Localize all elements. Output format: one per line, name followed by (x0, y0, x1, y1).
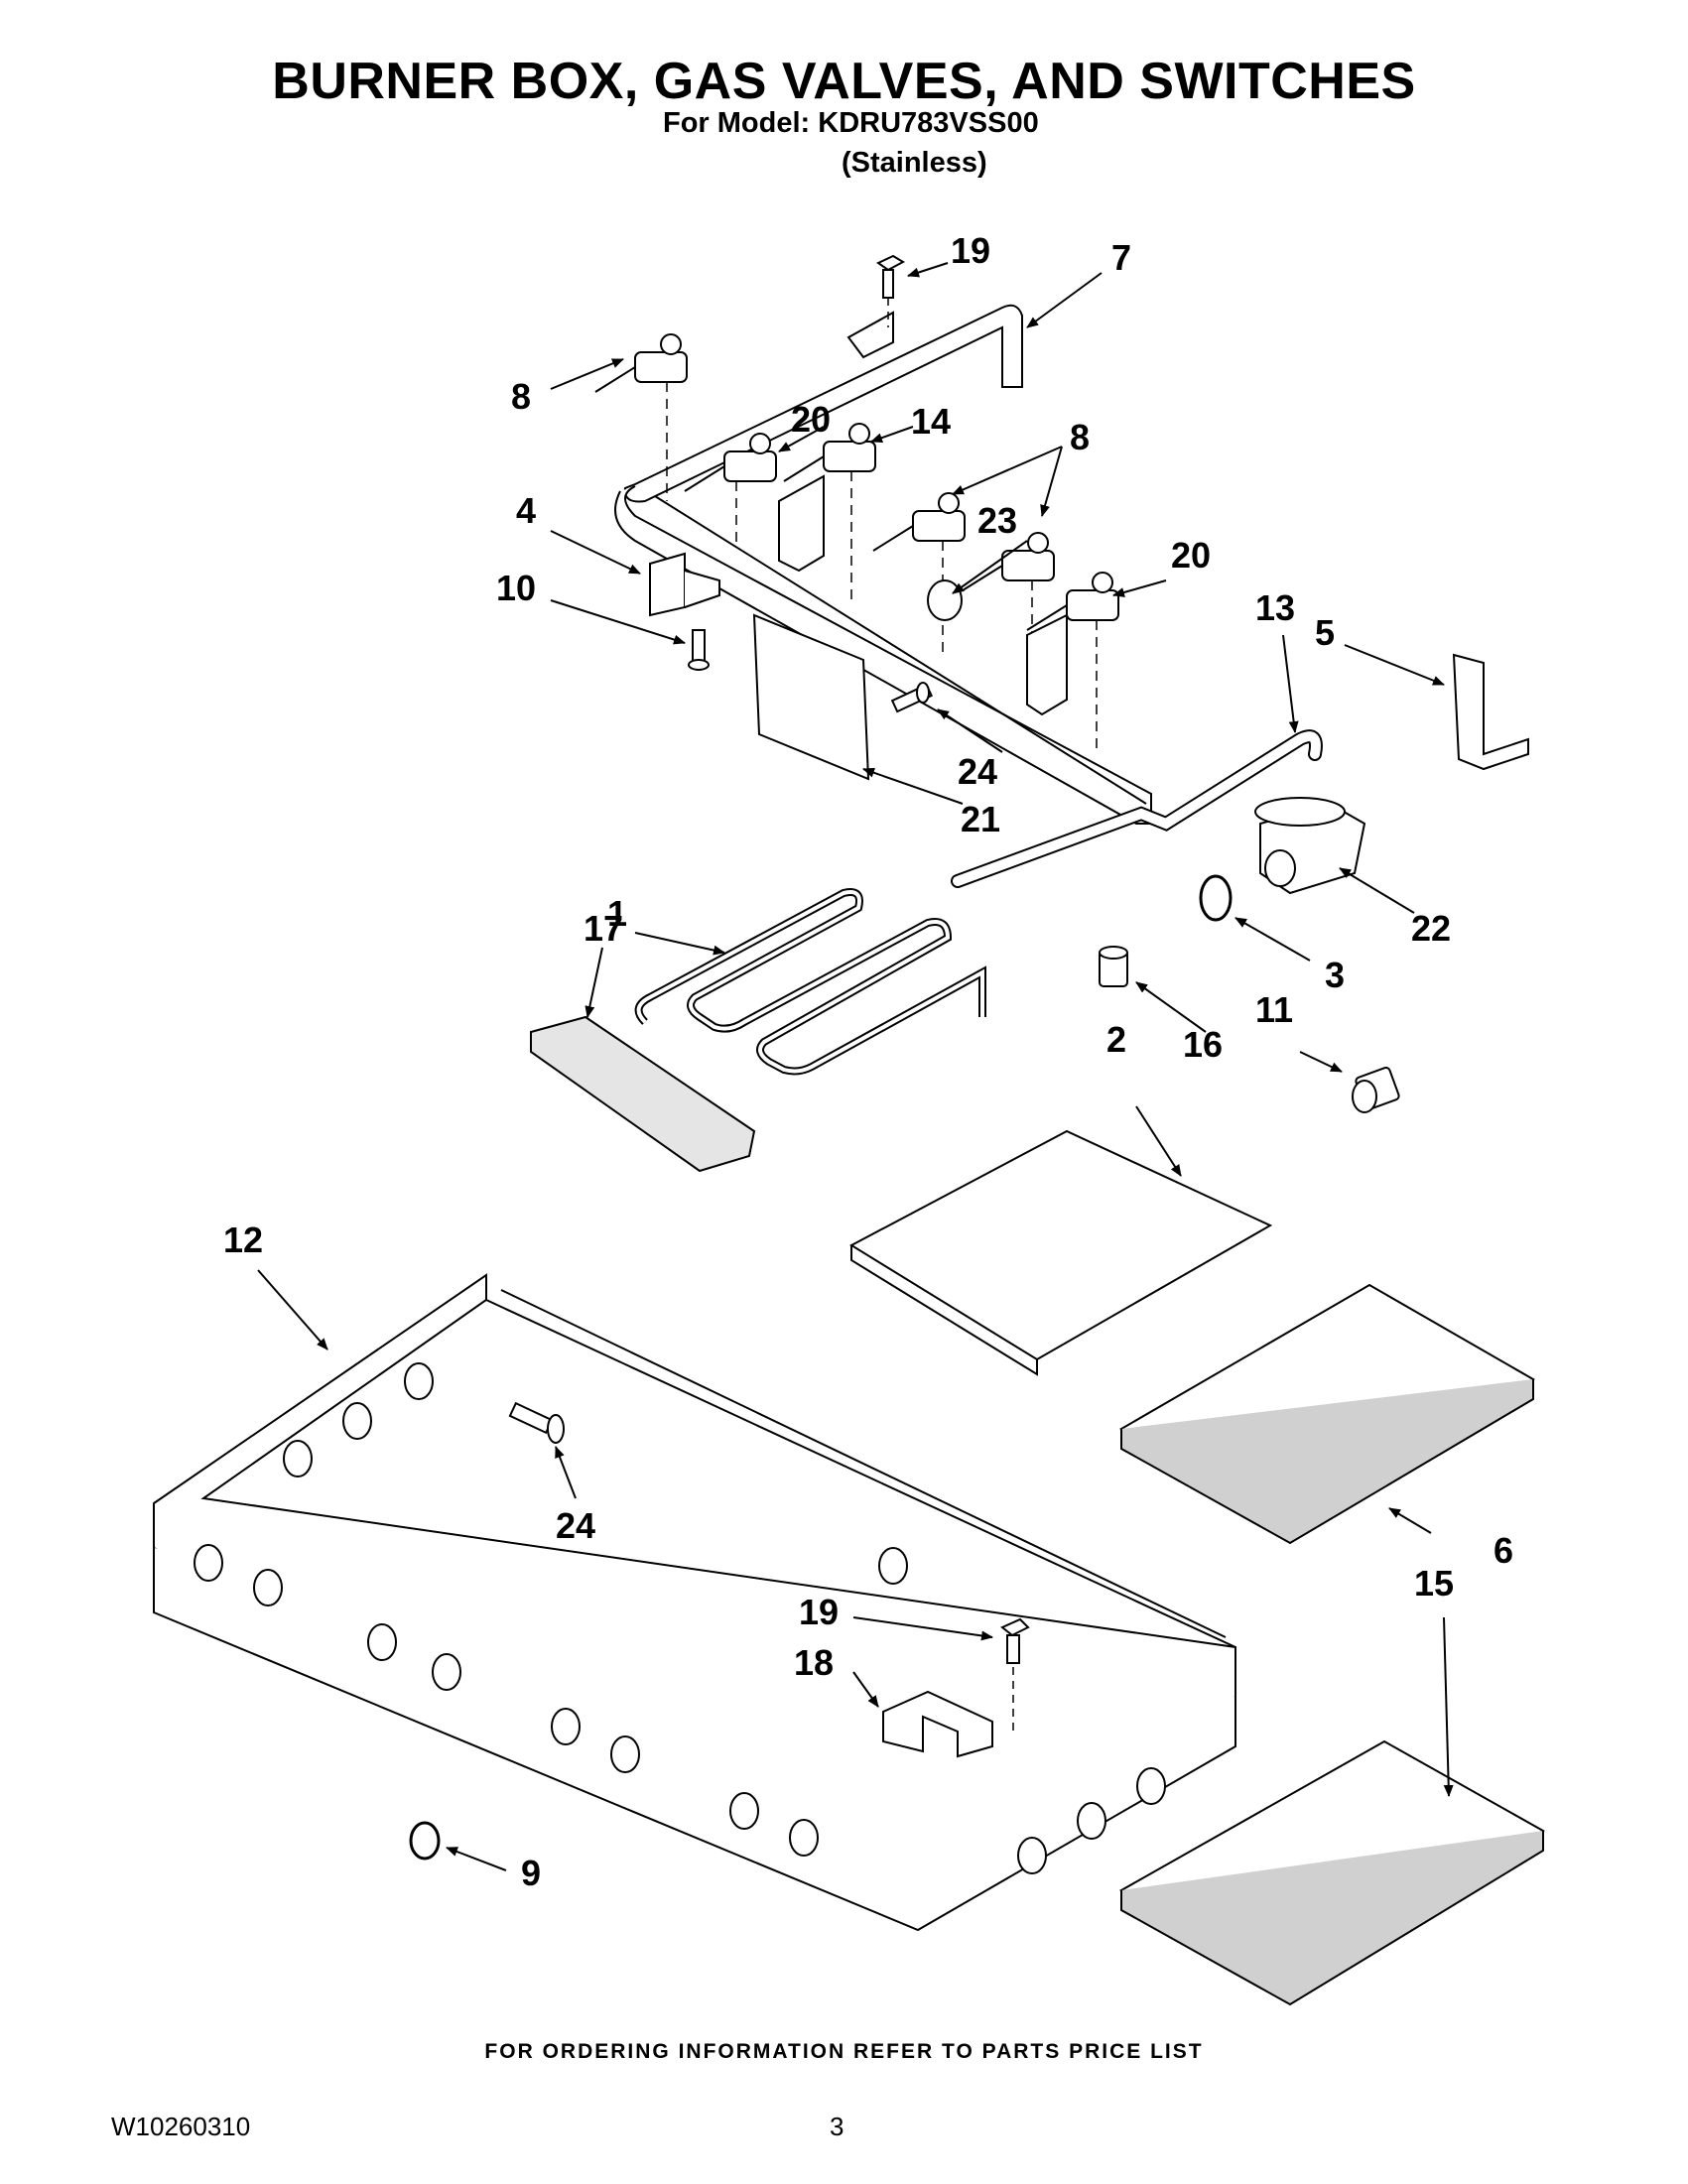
callout-15: 15 (1414, 1563, 1454, 1604)
callout-24b: 24 (556, 1505, 595, 1546)
grommet (409, 1821, 441, 1861)
screw (508, 1401, 565, 1444)
screw (1000, 1617, 1030, 1664)
callout-10: 10 (496, 568, 536, 608)
callout-8a: 8 (511, 376, 531, 417)
burner-trough (530, 1015, 756, 1173)
callout-17: 17 (584, 908, 623, 949)
callout-16: 16 (1183, 1024, 1223, 1065)
callout-14: 14 (911, 401, 951, 442)
callout-21: 21 (961, 799, 1000, 839)
screw (688, 629, 710, 671)
callout-1: 1 (607, 893, 627, 934)
callout-23: 23 (977, 500, 1017, 541)
mounting-bracket (1452, 653, 1529, 771)
heat-shield-panel (848, 1129, 1273, 1361)
leader-lines (257, 262, 1454, 1871)
callout-18: 18 (794, 1642, 834, 1683)
mounting-bracket (882, 1690, 993, 1758)
gas-valve (594, 333, 1119, 631)
callout-7: 7 (1111, 237, 1131, 278)
cover-plate (752, 613, 870, 781)
callout-5: 5 (1315, 612, 1335, 653)
gas-manifold-pipe (614, 304, 1152, 825)
callout-19a: 19 (951, 230, 990, 271)
pipe-fitting (1099, 946, 1128, 987)
screw (890, 682, 933, 713)
pipe-fitting (1352, 1066, 1400, 1113)
screw (876, 254, 906, 299)
callout-8b: 8 (1070, 417, 1090, 457)
lock-nut (1199, 874, 1233, 922)
burner-box (153, 1273, 1236, 1932)
callout-20a: 20 (791, 399, 831, 440)
heat-shield-disc (927, 579, 963, 621)
callout-labels: 1 2 3 4 5 6 7 8 8 9 10 11 12 13 14 15 16… (223, 230, 1513, 1893)
model-line: For Model: KDRU783VSS00 (663, 107, 1039, 139)
burner-box-holes (194, 1362, 1166, 1874)
callout-13: 13 (1255, 587, 1295, 628)
page-title: BURNER BOX, GAS VALVES, AND SWITCHES (272, 53, 1416, 110)
document-number: W10260310 (111, 2112, 251, 2141)
callout-19b: 19 (799, 1592, 839, 1632)
callout-20b: 20 (1171, 535, 1211, 576)
callout-12: 12 (223, 1220, 263, 1260)
page-number: 3 (830, 2112, 844, 2141)
callout-22: 22 (1411, 908, 1451, 949)
valve-bracket (778, 311, 1068, 716)
variant-label: (Stainless) (842, 147, 987, 179)
callout-11: 11 (1255, 989, 1293, 1030)
callout-3: 3 (1325, 955, 1345, 995)
callout-4: 4 (516, 490, 536, 531)
pressure-regulator (1254, 797, 1366, 895)
ordering-note: FOR ORDERING INFORMATION REFER TO PARTS … (484, 2040, 1204, 2063)
callout-6: 6 (1493, 1530, 1513, 1571)
callout-24a: 24 (958, 751, 997, 792)
switch-bracket (649, 552, 720, 617)
callout-9: 9 (521, 1853, 541, 1893)
burner-element (634, 888, 986, 1076)
callout-2: 2 (1106, 1019, 1126, 1060)
